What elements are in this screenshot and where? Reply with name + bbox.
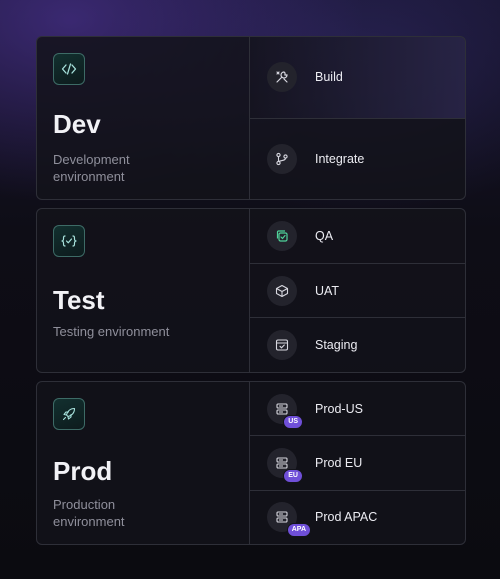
server-icon: US	[267, 393, 303, 429]
test-environment-card: Test Testing environment QA UAT Staging	[36, 208, 466, 373]
tools-icon	[267, 62, 297, 93]
prod-title: Prod	[53, 456, 113, 486]
package-check-icon	[267, 275, 297, 306]
stage-build[interactable]: Build	[250, 37, 465, 118]
stage-label: Staging	[315, 338, 358, 353]
server-icon: EU	[267, 447, 303, 483]
dev-subtitle: Development environment	[53, 152, 130, 184]
dev-environment-card: Dev Development environment Build Integr…	[36, 36, 466, 200]
code-check-icon	[53, 225, 85, 257]
dev-environment-panel: Dev Development environment	[37, 37, 250, 199]
dev-title: Dev	[53, 109, 101, 139]
prod-environment-card: Prod Production environment US Prod-US E…	[36, 381, 466, 545]
stage-label: Integrate	[315, 151, 365, 166]
copy-check-icon	[267, 220, 297, 251]
test-environment-panel: Test Testing environment	[37, 209, 250, 372]
region-badge: US	[283, 414, 303, 429]
stage-label: QA	[315, 228, 334, 243]
stage-label: Prod-US	[315, 401, 363, 416]
stage-uat[interactable]: UAT	[250, 262, 465, 318]
rocket-icon	[53, 398, 85, 430]
stage-prod-eu[interactable]: EU Prod EU	[250, 435, 465, 489]
prod-environment-panel: Prod Production environment	[37, 382, 250, 544]
stage-prod-us[interactable]: US Prod-US	[250, 382, 465, 435]
region-badge: EU	[283, 468, 303, 483]
stage-label: UAT	[315, 283, 340, 298]
test-subtitle: Testing environment	[53, 324, 170, 339]
stage-label: Build	[315, 70, 343, 85]
stage-integrate[interactable]: Integrate	[250, 117, 465, 200]
window-check-icon	[267, 330, 297, 361]
prod-subtitle: Production environment	[53, 497, 125, 529]
test-title: Test	[53, 285, 105, 315]
server-icon: APA	[267, 502, 311, 538]
test-stages: QA UAT Staging	[250, 209, 465, 372]
stage-qa[interactable]: QA	[250, 209, 465, 263]
stage-label: Prod APAC	[315, 510, 378, 525]
prod-stages: US Prod-US EU Prod EU APA Prod APAC	[250, 382, 465, 544]
code-icon	[53, 53, 85, 85]
stage-label: Prod EU	[315, 455, 363, 470]
region-badge: APA	[286, 523, 311, 538]
git-branch-icon	[267, 143, 297, 174]
stage-staging[interactable]: Staging	[250, 317, 465, 372]
stage-prod-apac[interactable]: APA Prod APAC	[250, 489, 465, 544]
dev-stages: Build Integrate	[250, 37, 465, 199]
